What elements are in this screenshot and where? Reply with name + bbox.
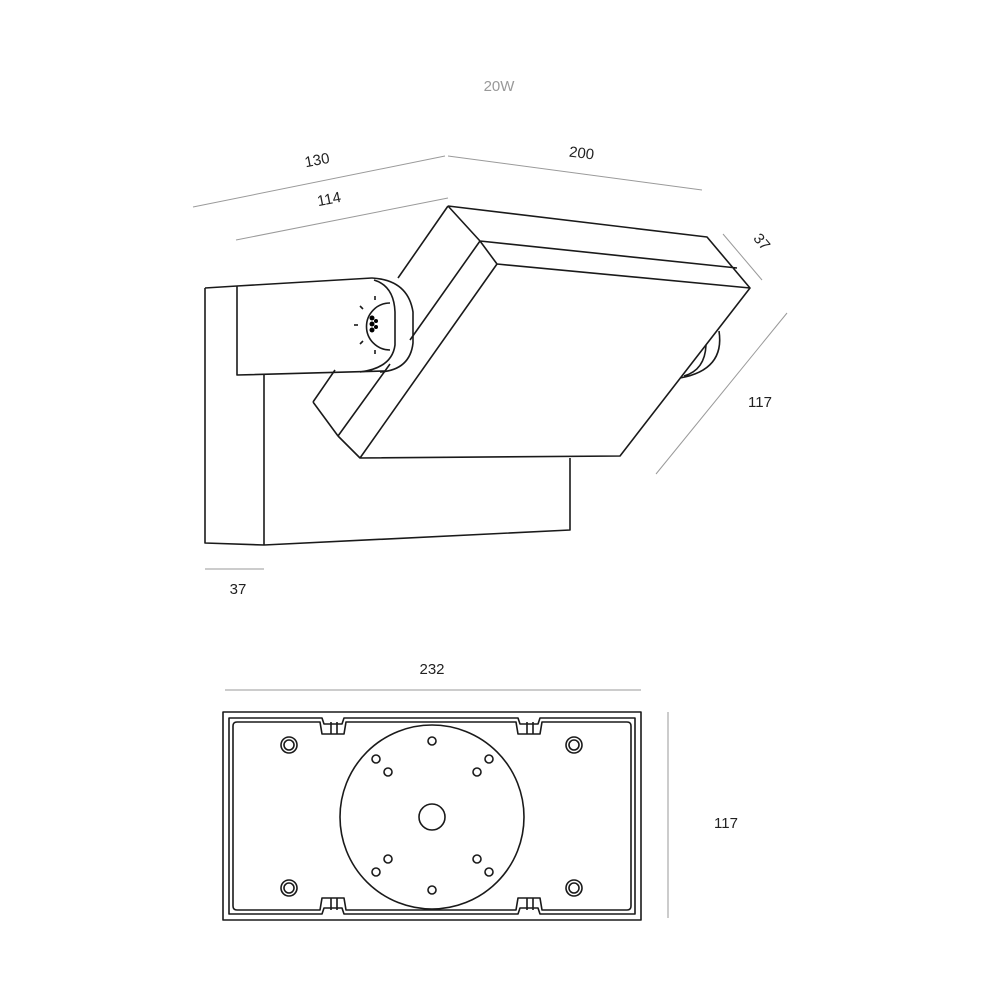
dim-232: 232 (419, 661, 444, 678)
mounting-plate-view (222, 711, 642, 921)
dim-117-plate: 117 (714, 815, 738, 832)
mounting-holes (371, 736, 494, 895)
wall-bracket (204, 285, 571, 546)
dim-130: 130 (303, 150, 331, 171)
dim-117-head: 117 (748, 394, 772, 411)
dimension-lines (192, 155, 788, 918)
lamp-head (312, 205, 751, 459)
tilt-scale-icon (354, 296, 391, 354)
arm (236, 277, 386, 376)
dim-114: 114 (316, 189, 343, 210)
dim-200: 200 (568, 144, 595, 164)
cable-entry-hole (418, 803, 446, 831)
wattage-label: 20W (484, 78, 516, 95)
adjust-knob (359, 277, 414, 373)
corner-screw-holes (280, 736, 583, 897)
floodlight-side-view (204, 205, 751, 546)
junction-box-circle (339, 724, 525, 910)
pivot-cap (679, 330, 721, 379)
dim-37-bracket: 37 (230, 581, 247, 598)
dim-37-head: 37 (750, 230, 774, 254)
